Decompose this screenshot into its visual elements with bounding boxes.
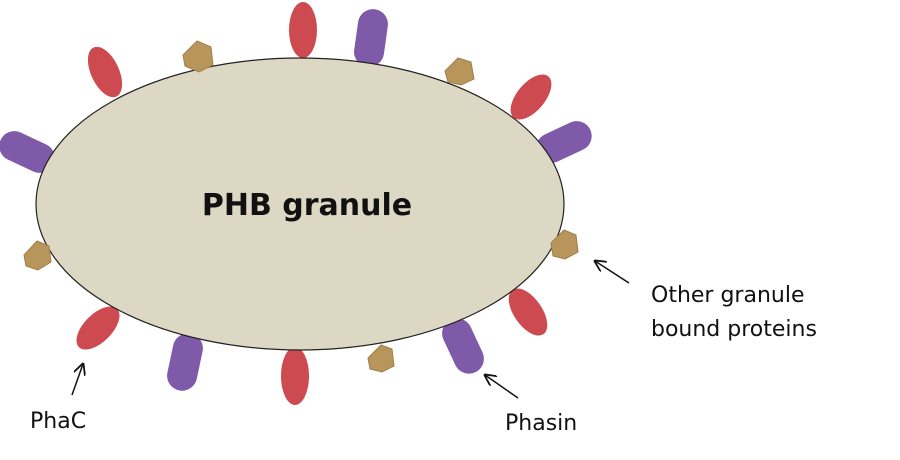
- other-protein-hexagon: [367, 344, 395, 373]
- phac-protein: [510, 74, 552, 120]
- other-proteins-arrow: [595, 261, 630, 284]
- other-proteins-label-line2: bound proteins: [651, 317, 817, 342]
- other-protein-hexagon: [550, 229, 579, 260]
- phasin-label: Phasin: [505, 411, 577, 436]
- phac-protein: [76, 306, 120, 350]
- phac-label: PhaC: [30, 409, 86, 434]
- phasin-proteins: [0, 9, 592, 391]
- phac-protein: [87, 46, 123, 98]
- other-proteins-label-line1: Other granule: [651, 283, 804, 308]
- phac-arrow: [71, 364, 83, 396]
- phasin-protein: [354, 9, 388, 67]
- phasin-protein: [442, 318, 484, 374]
- phasin-protein: [0, 131, 55, 173]
- granule-label: PHB granule: [202, 188, 412, 223]
- other-proteins: [23, 40, 579, 373]
- other-protein-hexagon: [444, 57, 475, 86]
- phasin-protein: [536, 121, 592, 163]
- phasin-arrow: [485, 375, 519, 399]
- phasin-protein: [167, 333, 203, 391]
- phac-proteins: [76, 2, 552, 405]
- phac-protein: [508, 288, 548, 336]
- phac-protein: [281, 347, 309, 405]
- other-protein-hexagon: [182, 40, 214, 73]
- other-protein-hexagon: [23, 240, 52, 271]
- label-arrows: [71, 261, 630, 399]
- phac-protein: [289, 2, 317, 58]
- phb-granule: [35, 57, 565, 351]
